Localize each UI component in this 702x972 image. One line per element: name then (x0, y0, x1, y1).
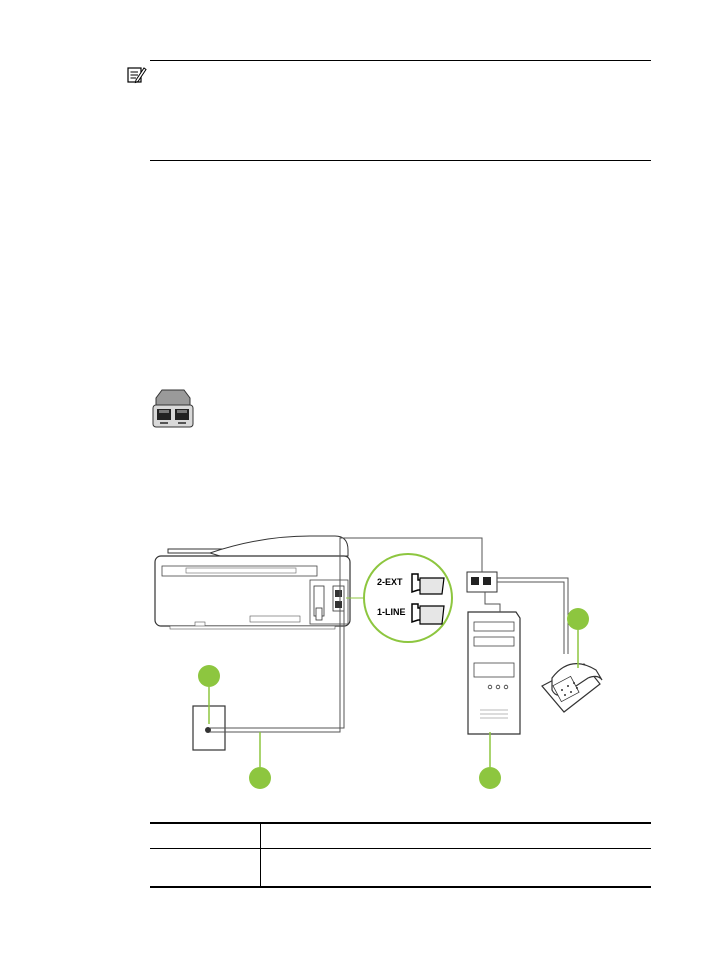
port-zoom-callout (346, 553, 453, 643)
computer-tower (467, 611, 521, 735)
splitter-device (466, 571, 498, 593)
callout-telephone (567, 608, 589, 668)
phone-cables (210, 537, 569, 733)
printer-rear-view (154, 535, 351, 630)
note-bottom-rule (150, 160, 651, 161)
table-bottom-rule (150, 886, 651, 888)
table-column-divider (260, 824, 261, 886)
telephone (541, 663, 603, 713)
note-top-rule (150, 60, 651, 61)
note-pencil-icon (127, 67, 147, 84)
port-label-2-ext: 2-EXT (377, 577, 403, 587)
fax-connection-diagram (154, 535, 603, 789)
callout-computer (479, 732, 501, 789)
callout-phone-cord (249, 732, 271, 789)
parallel-splitter-icon (152, 389, 194, 428)
table-row-divider (150, 848, 651, 849)
table-top-rule (150, 822, 651, 824)
port-label-1-line: 1-LINE (377, 607, 406, 617)
callout-wall-jack (198, 665, 220, 724)
